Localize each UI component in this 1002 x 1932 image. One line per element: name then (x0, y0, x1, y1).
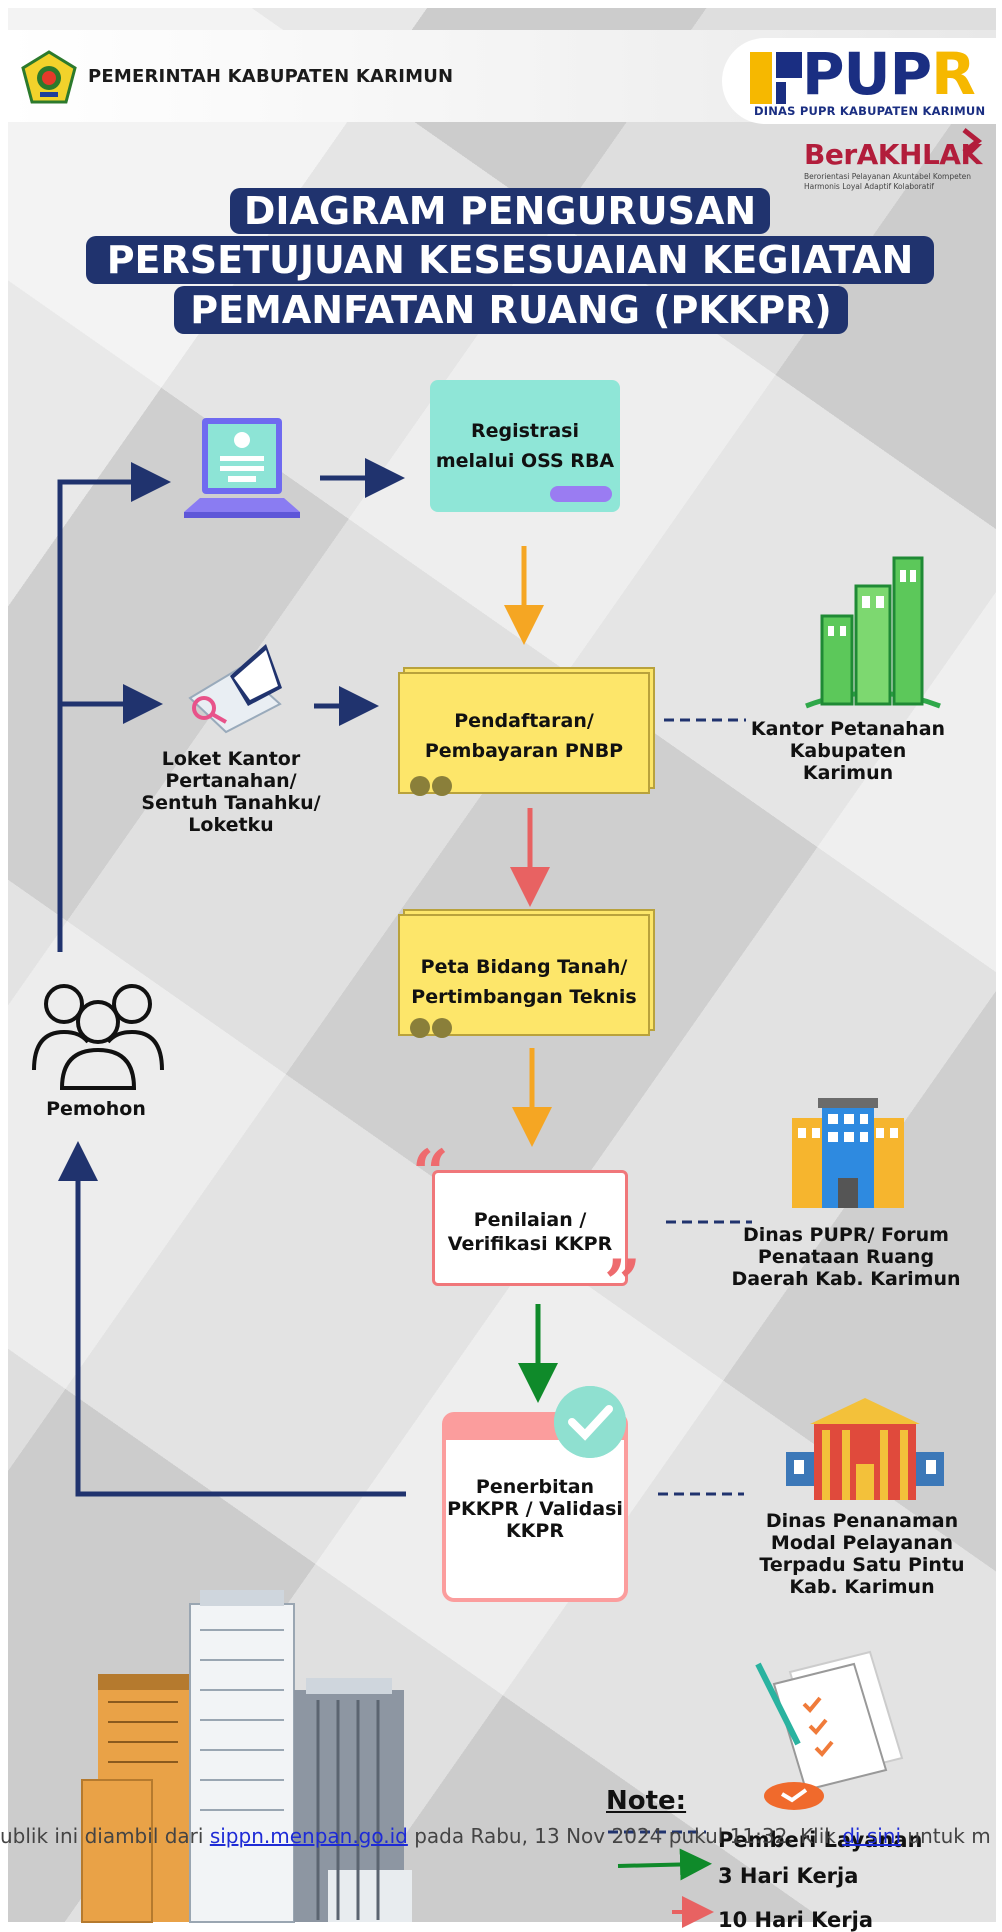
berakhlak-tagline: Berorientasi Pelayanan Akuntabel Kompete… (804, 172, 972, 191)
source-footer: ublik ini diambil dari sippn.menpan.go.i… (0, 1824, 991, 1848)
karimun-emblem-icon (21, 50, 77, 104)
chevron-right-icon (962, 128, 983, 154)
pnbp-label: Pendaftaran/ Pembayaran PNBP (424, 710, 624, 762)
pupr-logo-icon (750, 52, 802, 104)
pnbp-box (398, 672, 650, 796)
title-line-2: PERSETUJUAN KESESUAIAN KEGIATAN (86, 236, 934, 284)
kantor-label: Kantor Petanahan Kabupaten Karimun (750, 718, 946, 784)
oss-pill (550, 486, 612, 502)
footer-prefix: ublik ini diambil dari (0, 1824, 210, 1848)
flow-connectors (57, 458, 752, 1928)
return-to-pemohon (58, 1141, 406, 1497)
government-name: PEMERINTAH KABUPATEN KARIMUN (88, 66, 454, 87)
footer-middle: pada Rabu, 13 Nov 2024 pukul 11:32. Klik (407, 1824, 843, 1848)
pupr-wordmark: PUPR (802, 44, 976, 104)
note-item-pemberi-layanan: Pemberi Layanan (718, 1828, 923, 1852)
title-line-3: PEMANFATAN RUANG (PKKPR) (174, 286, 848, 334)
legend-green-arrow (617, 1848, 712, 1881)
pupr-subtitle: DINAS PUPR KABUPATEN KARIMUN (754, 104, 986, 118)
penilaian-label: Penilaian / Verifikasi KKPR (447, 1209, 613, 1255)
peta-box (398, 914, 650, 1038)
city-skyline-icon (81, 1590, 412, 1923)
peta-dots (410, 1018, 454, 1042)
berakhlak-logo: BerAKHLAK (804, 138, 982, 171)
note-title: Note: (606, 1786, 687, 1816)
quote-close-icon: ” (604, 1246, 641, 1321)
footer-suffix: untuk m (901, 1824, 991, 1848)
people-group-icon (32, 984, 164, 1090)
oss-label: Registrasi melalui OSS RBA (435, 420, 615, 472)
checklist-icon (755, 1650, 904, 1810)
note-item-10-hari: 10 Hari Kerja (718, 1908, 874, 1932)
pupr-wordmark-right: R (931, 40, 976, 108)
loket-label: Loket Kantor Pertanahan/ Sentuh Tanahku/… (141, 748, 321, 836)
dinas-pupr-label: Dinas PUPR/ Forum Penataan Ruang Daerah … (731, 1224, 961, 1290)
check-icon (554, 1386, 626, 1458)
pnbp-dots (410, 776, 454, 800)
title-line-1: DIAGRAM PENGURUSAN (230, 188, 770, 234)
left-trunk-line (57, 462, 171, 952)
note-item-3-hari: 3 Hari Kerja (718, 1864, 859, 1888)
laptop-icon (184, 418, 300, 518)
document-magnifier-icon (188, 644, 282, 734)
source-link[interactable]: sippn.menpan.go.id (209, 1824, 408, 1848)
pupr-badge: PUPR DINAS PUPR KABUPATEN KARIMUN (722, 38, 1002, 124)
penerbitan-label: Penerbitan PKKPR / Validasi KKPR (447, 1476, 623, 1542)
green-buildings-icon (805, 556, 941, 709)
dpmptsp-label: Dinas Penanaman Modal Pelayanan Terpadu … (759, 1510, 965, 1598)
peta-label: Peta Bidang Tanah/ Pertimbangan Teknis (411, 956, 637, 1008)
oss-box (430, 380, 620, 512)
office-building-icon (792, 1098, 904, 1208)
click-here-link[interactable]: di sini (842, 1824, 902, 1848)
header-bar: PEMERINTAH KABUPATEN KARIMUN PUPR DINAS … (8, 30, 1002, 124)
pupr-wordmark-left: PUP (802, 40, 932, 108)
penilaian-box (432, 1170, 628, 1286)
pemohon-label: Pemohon (46, 1098, 146, 1120)
diagram-canvas: PEMERINTAH KABUPATEN KARIMUN PUPR DINAS … (0, 8, 1002, 1932)
government-building-icon (786, 1398, 944, 1500)
